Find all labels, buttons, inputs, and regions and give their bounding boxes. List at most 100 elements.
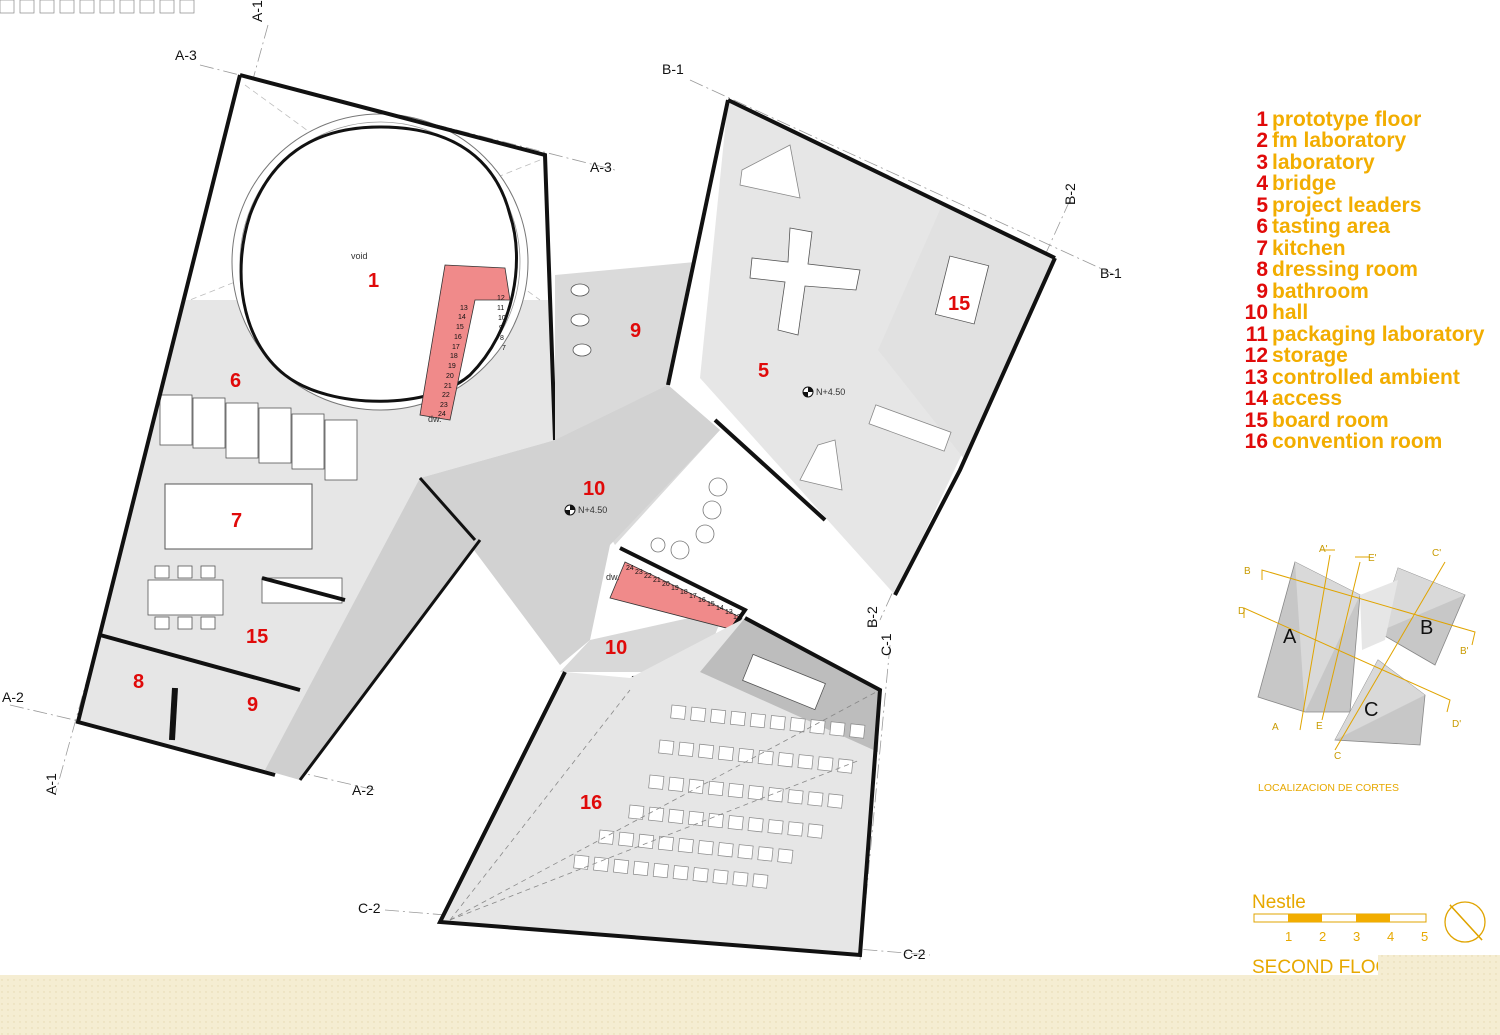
svg-text:13: 13: [460, 305, 468, 312]
cut-c-prime: C': [1432, 548, 1441, 559]
legend-name: bridge: [1272, 172, 1336, 195]
svg-text:24: 24: [626, 565, 634, 572]
svg-text:13: 13: [725, 609, 733, 616]
svg-text:17: 17: [689, 593, 697, 600]
level-mark-text-project: N+4.50: [816, 387, 845, 397]
svg-text:12: 12: [733, 614, 741, 621]
level-mark-hall: N+4.50: [564, 504, 607, 516]
legend-name: access: [1272, 387, 1342, 410]
cut-e: E: [1316, 721, 1323, 732]
svg-text:20: 20: [662, 581, 670, 588]
legend-name: kitchen: [1272, 237, 1346, 260]
key-plan: B B' A' E' C' D D' A E C A B C LOCALIZAC…: [1238, 544, 1476, 794]
svg-text:24: 24: [438, 411, 446, 418]
stair-b-numbers: 24 23 22 21 20 19 18 17 16 15 14 13 12: [626, 565, 741, 621]
level-mark-text-hall: N+4.50: [578, 505, 607, 515]
axis-a2-left: A-2: [2, 689, 24, 705]
svg-text:21: 21: [653, 577, 661, 584]
svg-text:15: 15: [456, 324, 464, 331]
legend-num: 16: [1245, 430, 1268, 453]
svg-text:19: 19: [448, 363, 456, 370]
legend-num: 15: [1245, 409, 1269, 432]
legend-num: 7: [1256, 237, 1268, 260]
dw-label-b: dw.: [606, 572, 620, 582]
axis-a3-left: A-3: [175, 47, 197, 63]
axis-c2-left: C-2: [358, 900, 381, 916]
room-1: 1: [368, 270, 379, 292]
room-numbers: 1 5 6 7 8 9 9 10 10 15 15 16: [133, 270, 970, 814]
svg-text:18: 18: [450, 353, 458, 360]
axis-a1-top: A-1: [249, 0, 265, 22]
room-15-a: 15: [246, 626, 268, 648]
room-10-main: 10: [583, 478, 605, 500]
legend-name: bathroom: [1272, 280, 1369, 303]
project-name: Nestle: [1252, 892, 1306, 913]
axis-a3-right: A-3: [590, 159, 612, 175]
scale-4: 4: [1387, 929, 1394, 944]
cut-c: C: [1334, 751, 1341, 762]
axis-b1-right: B-1: [1100, 265, 1122, 281]
north-arrow-icon: [1444, 901, 1486, 943]
axis-c1: C-1: [878, 633, 894, 656]
legend-num: 5: [1256, 194, 1268, 217]
cut-a-prime: A': [1319, 544, 1328, 555]
dw-label-a: dw.: [428, 414, 442, 424]
legend-num: 12: [1245, 344, 1268, 367]
legend-num: 4: [1256, 172, 1268, 195]
cut-e-prime: E': [1368, 553, 1377, 564]
room-15-b: 15: [948, 293, 970, 315]
room-9-lower: 9: [247, 694, 258, 716]
key-block-b: B: [1420, 617, 1433, 639]
axis-c2-right: C-2: [903, 946, 926, 962]
room-8: 8: [133, 671, 144, 693]
block-a: [75, 73, 557, 777]
void-label: void: [351, 251, 368, 261]
legend-num: 11: [1246, 323, 1269, 346]
legend-num: 13: [1245, 366, 1268, 389]
cut-a: A: [1272, 722, 1279, 733]
svg-text:18: 18: [680, 589, 688, 596]
svg-text:20: 20: [446, 373, 454, 380]
legend-num: 10: [1245, 301, 1268, 324]
svg-text:23: 23: [635, 569, 643, 576]
legend-num: 14: [1245, 387, 1269, 410]
legend-num: 3: [1256, 151, 1268, 174]
room-10-lower: 10: [605, 637, 627, 659]
legend-name: storage: [1272, 344, 1348, 367]
stair-a-numbers: 13 14 15 16 17 18 19 20 21 22 23 24 12 1…: [438, 295, 506, 418]
axis-b2-top: B-2: [1062, 183, 1078, 205]
svg-text:22: 22: [442, 392, 450, 399]
legend-num: 8: [1256, 258, 1268, 281]
scale-5: 5: [1421, 929, 1428, 944]
legend-name: hall: [1272, 301, 1308, 324]
legend-name: dressing room: [1272, 258, 1418, 281]
key-block-c: C: [1364, 699, 1378, 721]
cut-d: D: [1238, 606, 1245, 617]
legend-num: 2: [1256, 129, 1268, 152]
svg-text:19: 19: [671, 585, 679, 592]
svg-text:12: 12: [497, 295, 505, 302]
axis-a2-right: A-2: [352, 782, 374, 798]
legend-name: laboratory: [1272, 151, 1375, 174]
svg-text:9: 9: [499, 325, 503, 332]
svg-text:7: 7: [502, 345, 506, 352]
svg-text:16: 16: [698, 597, 706, 604]
svg-text:8: 8: [500, 335, 504, 342]
room-7: 7: [231, 510, 242, 532]
svg-text:11: 11: [497, 305, 504, 312]
svg-text:23: 23: [440, 402, 448, 409]
cut-b: B: [1244, 566, 1251, 577]
svg-text:14: 14: [716, 605, 724, 612]
axis-b2-bottom: B-2: [864, 606, 880, 628]
room-5: 5: [758, 360, 769, 382]
scale-1: 1: [1285, 929, 1292, 944]
svg-text:22: 22: [644, 573, 652, 580]
legend-name: project leaders: [1272, 194, 1421, 217]
level-mark-project: N+4.50: [802, 386, 845, 398]
legend-num: 1: [1256, 108, 1268, 131]
legend-name: fm laboratory: [1272, 129, 1407, 152]
legend-name: convention room: [1272, 430, 1442, 453]
axis-b1-top: B-1: [662, 61, 684, 77]
svg-text:21: 21: [444, 383, 452, 390]
